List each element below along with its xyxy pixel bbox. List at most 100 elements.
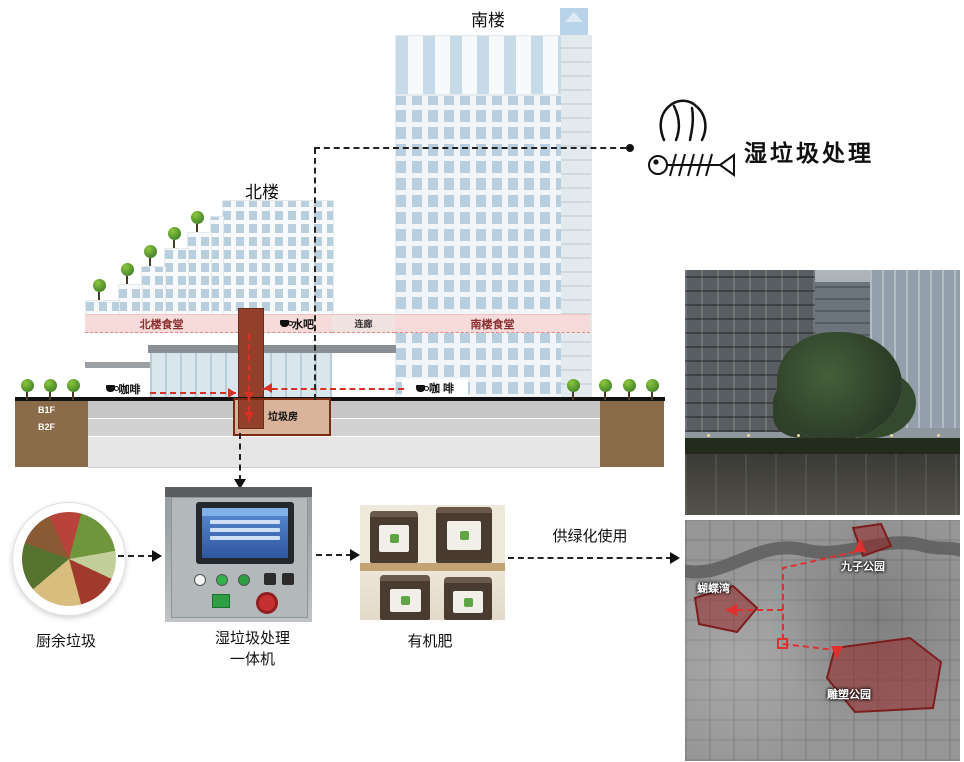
south-canteen-label: 南楼食堂: [470, 318, 515, 331]
ground-line: [15, 397, 665, 401]
route-arrow-icon: [725, 604, 737, 616]
north-canteen-label: 北楼食堂: [139, 318, 184, 331]
garbage-room-label: 垃圾房: [268, 412, 298, 423]
tree-icon: [622, 379, 636, 400]
basement-b2: [88, 419, 600, 437]
tree-icon: [566, 379, 580, 400]
machine-label: 湿垃圾处理 一体机: [180, 628, 325, 670]
route-dashed: [782, 549, 864, 610]
route-arrow-icon: [831, 646, 843, 660]
machine-screen-bezel: [196, 502, 294, 564]
red-arrow-icon: [244, 412, 254, 420]
jiuzi-park-label: 九子公园: [841, 561, 885, 573]
machine-body: [171, 497, 308, 618]
south-building: [395, 35, 592, 400]
tree-icon: [120, 263, 134, 284]
leaf-logo-icon: [459, 531, 469, 541]
red-arrow-icon: [264, 383, 272, 393]
plaza-paving: [685, 454, 960, 515]
map-overlay: [685, 522, 960, 714]
butterfly-bay-area: [693, 584, 759, 634]
north-building-step: [210, 216, 224, 315]
tree-icon: [66, 379, 80, 400]
machine-label-line2: 一体机: [229, 651, 275, 668]
indicator-light-green: [216, 574, 228, 586]
corridor-slab: [148, 345, 396, 353]
route-marker: [777, 638, 788, 649]
greening-use-label: 供绿化使用: [552, 528, 628, 545]
shelf-board: [360, 563, 505, 571]
aerial-map-photo: 蝴蝶湾 九子公园 雕塑公园: [685, 520, 960, 761]
south-building-label: 南楼: [471, 11, 505, 30]
sculpture-park-area: [825, 636, 943, 714]
corridor-label: 连廊: [354, 319, 373, 329]
bag-label: [453, 591, 483, 614]
connector-to-machine: [239, 433, 241, 481]
lamp-light: [707, 434, 710, 437]
lamp-light: [747, 434, 750, 437]
water-bar-band: 水吧: [262, 314, 332, 333]
start-button: [212, 594, 230, 608]
tree-icon: [92, 279, 106, 300]
tree-icon: [598, 379, 612, 400]
coffee-left-label: 咖啡: [118, 383, 141, 396]
fertilizer-bag: [380, 575, 430, 620]
kitchen-waste-label: 厨余垃圾: [35, 633, 96, 650]
route-arrow-icon: [854, 538, 866, 552]
arrow-right-icon: [350, 549, 360, 561]
arrow-right-icon: [670, 552, 680, 564]
arrow-down-icon: [234, 479, 246, 489]
hedge: [685, 438, 960, 454]
north-building-step: [187, 232, 212, 315]
floor-b1-label: B1F: [38, 405, 56, 415]
leaf-logo-icon: [400, 596, 410, 606]
lamp-light: [937, 434, 940, 437]
flow-arrow-2: [316, 554, 352, 556]
tree-icon: [645, 379, 659, 400]
soil-left: [15, 401, 88, 467]
screen-row: [210, 528, 280, 532]
machine-screen: [202, 508, 288, 558]
arrow-right-icon: [152, 550, 162, 562]
north-canteen-band: 北楼食堂: [85, 314, 238, 333]
north-building-step: [141, 266, 166, 315]
coffee-cup-icon: [105, 385, 119, 392]
fertilizer-bag: [444, 577, 492, 620]
red-route-chute: [248, 334, 250, 422]
indicator-light-green: [238, 574, 250, 586]
sculpture-park-label: 雕塑公园: [827, 689, 871, 701]
control-knob: [282, 573, 294, 585]
indicator-light-white: [194, 574, 206, 586]
bag-label: [446, 521, 482, 551]
red-arrow-icon: [244, 392, 254, 400]
basement-b1: [88, 401, 600, 419]
north-building-step: [118, 284, 143, 315]
tree-icon: [167, 227, 181, 248]
machine-photo: [165, 487, 312, 622]
food-plate-icon: [22, 512, 116, 606]
tree-canopy: [777, 332, 902, 440]
leaf-logo-icon: [463, 597, 473, 607]
red-arrow-icon: [228, 388, 236, 398]
south-building-core: [561, 36, 591, 399]
fertilizer-label: 有机肥: [407, 633, 453, 650]
lamp-light: [890, 434, 893, 437]
screen-header: [202, 508, 288, 516]
lamp-light: [797, 434, 800, 437]
red-route-right: [262, 388, 404, 390]
wet-waste-title: 湿垃圾处理: [744, 140, 874, 166]
north-building-label: 北楼: [245, 183, 279, 202]
south-roof-tower: [560, 8, 588, 36]
north-building-step: [164, 248, 189, 315]
red-route-left: [150, 392, 236, 394]
coffee-point-right: 咖 啡: [402, 379, 468, 397]
flow-arrow-1: [118, 555, 154, 557]
kitchen-waste-photo: [12, 502, 126, 616]
river: [685, 536, 960, 579]
fertilizer-bag: [436, 507, 492, 563]
leaf-logo-icon: [389, 534, 399, 544]
coffee-point-left: 咖啡: [96, 380, 150, 397]
north-building-step: [85, 300, 120, 315]
south-building-top-floors: [396, 36, 591, 96]
